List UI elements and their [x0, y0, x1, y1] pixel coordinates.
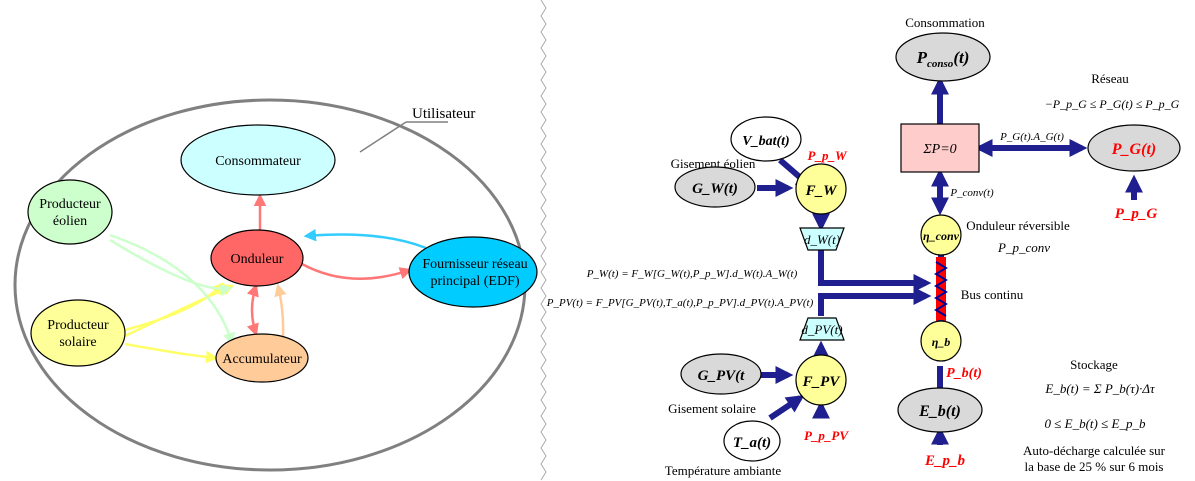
pppv-label: P_p_PV: [804, 428, 849, 443]
consumer-label: Consommateur: [215, 154, 301, 169]
gw-node[interactable]: [674, 166, 756, 208]
inverter-label: Onduleur: [231, 252, 284, 267]
dc-bus-label: Bus continu: [961, 287, 1024, 302]
left-diagram: Utilisateur Consommateur Producteur éoli…: [13, 98, 538, 472]
arrow-dw-bus: [818, 250, 932, 292]
eta-b-node[interactable]: [920, 320, 962, 362]
pg-label: P_G(t): [1111, 141, 1156, 158]
reversible-inverter-title: Onduleur réversible: [966, 218, 1070, 233]
storage-equation-2: 0 ≤ E_b(t) ≤ E_p_b: [1045, 416, 1146, 431]
storage-title: Stockage: [1070, 357, 1118, 372]
grid-supplier-node[interactable]: [408, 236, 538, 308]
temperature-title: Température ambiante: [665, 463, 782, 478]
dpv-label: d_PV(t): [801, 322, 842, 337]
solar-producer-label-2: solaire: [59, 335, 96, 350]
inverter-node[interactable]: [210, 229, 304, 287]
flow-wind-to-battery: [109, 233, 236, 346]
flow-inverter-to-battery: [246, 283, 259, 337]
battery-node[interactable]: [215, 333, 309, 383]
flow-wind-to-inverter: [109, 238, 233, 297]
ta-node[interactable]: [723, 420, 781, 462]
solar-resource-title: Gisement solaire: [668, 401, 756, 416]
wind-resource-title: Gisement éolien: [671, 156, 756, 171]
pconso-label: Pconso(t): [916, 48, 970, 70]
gpv-node[interactable]: [680, 353, 762, 395]
storage-equation-1: E_b(t) = Σ P_b(τ)·Δτ: [1044, 381, 1156, 396]
flow-battery-to-inverter: [274, 283, 287, 339]
grid-supplier-label-2: principal (EDF): [430, 274, 519, 289]
ppw-label: P_p_W: [808, 148, 848, 163]
eb-node[interactable]: [897, 387, 983, 433]
grid-flow-label: P_G(t).A_G(t): [999, 131, 1064, 143]
arrow-ta: [768, 395, 805, 421]
fw-label: F_W: [805, 183, 839, 199]
battery-label: Accumulateur: [222, 352, 302, 367]
flow-solar-to-inverter-1: [124, 282, 224, 332]
equation-pw: P_W(t) = F_W[G_W(t),P_p_W].d_W(t).A_W(t): [586, 268, 798, 280]
user-label-leader: [359, 121, 407, 153]
grid-title: Réseau: [1091, 71, 1129, 86]
dc-bus-pattern: [934, 261, 948, 317]
dw-converter[interactable]: [799, 227, 845, 251]
user-label: Utilisateur: [412, 106, 475, 122]
flow-inverter-to-grid: [301, 262, 413, 280]
fpv-label: F_PV: [802, 374, 842, 390]
flow-solar-to-inverter-2: [124, 284, 235, 338]
solar-producer-label-1: Producteur: [47, 318, 109, 333]
flow-solar-to-battery: [124, 342, 219, 364]
pconso-node[interactable]: [895, 32, 991, 82]
equation-ppv: P_PV(t) = F_PV[G_PV(t),T_a(t),P_p_PV].d_…: [546, 297, 814, 309]
grid-supplier-label-1: Fournisseur réseau: [422, 257, 527, 272]
eta-conv-label: η_conv: [923, 229, 960, 243]
consumption-title: Consommation: [905, 15, 985, 30]
dpv-converter[interactable]: [799, 317, 845, 341]
pconv-label: P_conv(t): [949, 187, 994, 199]
eta-conv-node[interactable]: [920, 214, 962, 256]
gw-label: G_W(t): [692, 181, 738, 197]
solar-producer-node[interactable]: [30, 299, 126, 367]
vbat-node[interactable]: [730, 116, 802, 162]
wind-producer-label-2: éolien: [53, 214, 87, 229]
wind-producer-label-1: Producteur: [39, 197, 101, 212]
epb-label: E_p_b: [924, 453, 966, 469]
pg-node[interactable]: [1087, 124, 1181, 172]
p-p-conv-label: P_p_conv: [997, 240, 1050, 255]
flow-grid-to-inverter: [303, 228, 427, 250]
pb-label: P_b(t): [946, 366, 982, 381]
gpv-label: G_PV(t: [698, 368, 745, 384]
ta-label: T_a(t): [733, 435, 771, 451]
fw-node[interactable]: [795, 163, 847, 215]
wind-producer-node[interactable]: [27, 179, 113, 245]
right-diagram: Consommation Pconso(t) ΣP=0 Réseau −P_p_…: [546, 15, 1181, 478]
power-balance-box[interactable]: [900, 123, 980, 173]
ppg-label: P_p_G: [1115, 206, 1158, 222]
self-discharge-line-1: Auto-décharge calculée sur: [1023, 443, 1166, 458]
fpv-node[interactable]: [795, 354, 847, 406]
eta-b-label: η_b: [932, 335, 951, 349]
consumer-node[interactable]: [180, 124, 336, 196]
vbat-label: V_bat(t): [742, 134, 789, 149]
zigzag-divider: [540, 0, 547, 481]
dw-label: d_W(t): [804, 232, 840, 247]
self-discharge-line-2: la base de 25 % sur 6 mois: [1024, 459, 1163, 474]
power-balance-label: ΣP=0: [922, 142, 956, 157]
arrow-dpv-bus: [818, 287, 932, 316]
grid-constraint: −P_p_G ≤ P_G(t) ≤ P_p_G: [1045, 97, 1180, 111]
eb-label: E_b(t): [918, 403, 961, 420]
